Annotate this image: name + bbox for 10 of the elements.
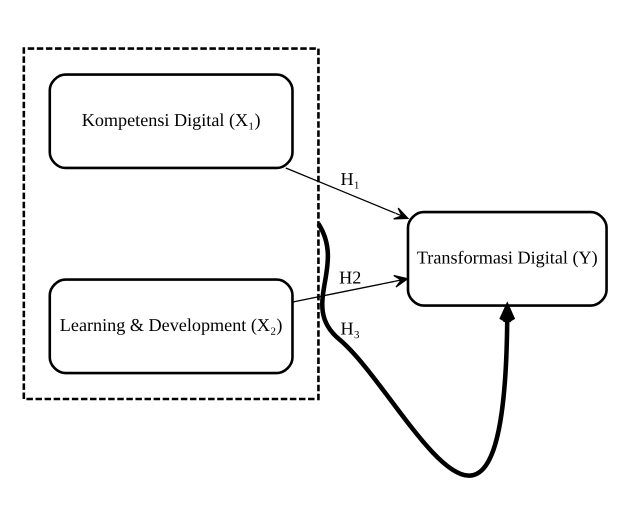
node-box: Learning & Development (X₂) [48,278,294,374]
cluster [22,46,320,400]
edge-label: H₁ [340,168,360,189]
arrow [292,274,408,302]
edge-label: H2 [339,267,362,288]
node-box: Kompetensi Digital (X₁) [48,72,294,169]
arrow [286,166,409,219]
edge-label: H₃ [340,318,360,338]
node-box: Transformasi Digital (Y) [406,210,608,306]
arrow [316,222,516,476]
